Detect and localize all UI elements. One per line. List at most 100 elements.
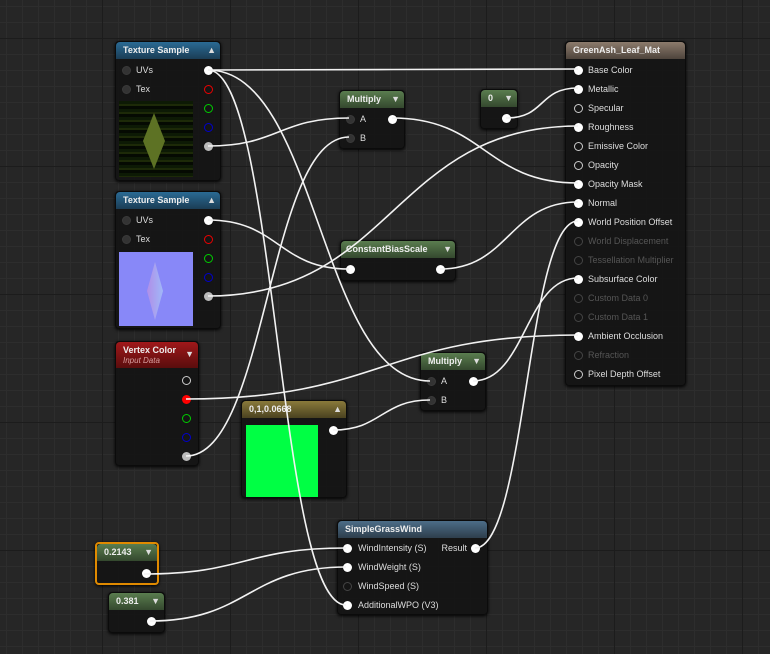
scalar-node-0-381[interactable]: 0.381▼: [108, 592, 165, 633]
tex-input-pin[interactable]: [122, 85, 131, 94]
a-input-pin[interactable]: [346, 115, 355, 124]
result-output-pin[interactable]: [471, 544, 480, 553]
output-pin[interactable]: [147, 617, 156, 626]
material-input-label: Ambient Occlusion: [588, 331, 664, 341]
material-input-pin[interactable]: [574, 370, 583, 379]
a-output-pin[interactable]: [182, 452, 191, 461]
constant3-vector-node[interactable]: 0,1,0.0668▲: [241, 400, 347, 498]
collapse-icon[interactable]: ▼: [391, 94, 400, 104]
collapse-icon[interactable]: ▼: [185, 349, 194, 359]
pin-label: WindSpeed (S): [358, 581, 420, 591]
node-header[interactable]: Vertex Color▼Input Data: [116, 342, 198, 368]
node-header[interactable]: 0.2143▼: [97, 544, 157, 561]
tex-input-pin[interactable]: [122, 235, 131, 244]
material-input-label: Refraction: [588, 350, 630, 360]
material-input-pin[interactable]: [574, 180, 583, 189]
material-input-pin[interactable]: [574, 294, 583, 303]
output-pin[interactable]: [502, 114, 511, 123]
simple-grass-wind-node[interactable]: SimpleGrassWind WindIntensity (S) WindWe…: [337, 520, 488, 615]
output-pin[interactable]: [469, 377, 478, 386]
connection-wire: [474, 220, 579, 549]
material-input-pin[interactable]: [574, 104, 583, 113]
rgb-output-pin[interactable]: [204, 216, 213, 225]
rgb-output-pin[interactable]: [204, 66, 213, 75]
result-label: Result: [441, 543, 467, 553]
g-output-pin[interactable]: [182, 414, 191, 423]
node-header[interactable]: GreenAsh_Leaf_Mat: [566, 42, 685, 59]
material-input-pin[interactable]: [574, 123, 583, 132]
additional-wpo-pin[interactable]: [343, 601, 352, 610]
texture-sample-node-1[interactable]: Texture Sample▲ UVs Tex: [115, 41, 221, 181]
texture-sample-node-2[interactable]: Texture Sample▲ UVs Tex: [115, 191, 221, 329]
constant-node-0[interactable]: 0▼: [480, 89, 518, 129]
r-output-pin[interactable]: [204, 235, 213, 244]
input-pin[interactable]: [346, 265, 355, 274]
connection-wire: [207, 117, 350, 147]
b-output-pin[interactable]: [204, 123, 213, 132]
material-input-pin[interactable]: [574, 256, 583, 265]
a-output-pin[interactable]: [204, 142, 213, 151]
pin-label: Tex: [136, 84, 151, 94]
wind-intensity-pin[interactable]: [343, 544, 352, 553]
material-input-pin[interactable]: [574, 313, 583, 322]
rgb-output-pin[interactable]: [182, 376, 191, 385]
node-header[interactable]: Multiply▼: [421, 353, 485, 370]
multiply-node-1[interactable]: Multiply▼ A B: [339, 90, 405, 149]
b-output-pin[interactable]: [204, 273, 213, 282]
b-output-pin[interactable]: [182, 433, 191, 442]
output-pin[interactable]: [142, 569, 151, 578]
output-pin[interactable]: [388, 115, 397, 124]
node-header[interactable]: Texture Sample▲: [116, 192, 220, 209]
uvs-input-pin[interactable]: [122, 216, 131, 225]
constant-bias-scale-node[interactable]: ConstantBiasScale▼: [340, 240, 456, 281]
material-input-pin[interactable]: [574, 237, 583, 246]
material-input-pin[interactable]: [574, 161, 583, 170]
material-input-pin[interactable]: [574, 332, 583, 341]
material-input-pin[interactable]: [574, 275, 583, 284]
wind-speed-pin[interactable]: [343, 582, 352, 591]
material-input-label: Custom Data 0: [588, 293, 649, 303]
material-input-pin[interactable]: [574, 351, 583, 360]
uvs-input-pin[interactable]: [122, 66, 131, 75]
node-header[interactable]: ConstantBiasScale▼: [341, 241, 455, 258]
collapse-icon[interactable]: ▲: [333, 404, 342, 414]
material-input-label: Metallic: [588, 84, 619, 94]
output-pin[interactable]: [329, 426, 338, 435]
node-header[interactable]: Multiply▼: [340, 91, 404, 108]
material-input-label: Normal: [588, 198, 618, 208]
a-input-pin[interactable]: [427, 377, 436, 386]
node-header[interactable]: SimpleGrassWind: [338, 521, 487, 538]
collapse-icon[interactable]: ▼: [504, 93, 513, 103]
g-output-pin[interactable]: [204, 254, 213, 263]
r-output-pin[interactable]: [182, 395, 191, 404]
material-input-label: Specular: [588, 103, 624, 113]
output-pin[interactable]: [436, 265, 445, 274]
material-input-pin[interactable]: [574, 142, 583, 151]
node-header[interactable]: 0▼: [481, 90, 517, 107]
pin-label: A: [360, 114, 367, 124]
collapse-icon[interactable]: ▲: [207, 45, 216, 55]
a-output-pin[interactable]: [204, 292, 213, 301]
material-input-pin[interactable]: [574, 85, 583, 94]
material-input-pin[interactable]: [574, 199, 583, 208]
color-swatch: [246, 425, 318, 497]
vertex-color-node[interactable]: Vertex Color▼Input Data: [115, 341, 199, 466]
g-output-pin[interactable]: [204, 104, 213, 113]
collapse-icon[interactable]: ▼: [472, 356, 481, 366]
r-output-pin[interactable]: [204, 85, 213, 94]
collapse-icon[interactable]: ▼: [144, 547, 153, 557]
node-header[interactable]: 0,1,0.0668▲: [242, 401, 346, 418]
b-input-pin[interactable]: [346, 134, 355, 143]
scalar-node-0-2143[interactable]: 0.2143▼: [95, 542, 159, 585]
collapse-icon[interactable]: ▼: [151, 596, 160, 606]
node-header[interactable]: 0.381▼: [109, 593, 164, 610]
wind-weight-pin[interactable]: [343, 563, 352, 572]
node-header[interactable]: Texture Sample▲: [116, 42, 220, 59]
material-input-pin[interactable]: [574, 66, 583, 75]
material-input-pin[interactable]: [574, 218, 583, 227]
collapse-icon[interactable]: ▲: [207, 195, 216, 205]
b-input-pin[interactable]: [427, 396, 436, 405]
collapse-icon[interactable]: ▼: [443, 244, 452, 254]
multiply-node-2[interactable]: Multiply▼ A B: [420, 352, 486, 411]
